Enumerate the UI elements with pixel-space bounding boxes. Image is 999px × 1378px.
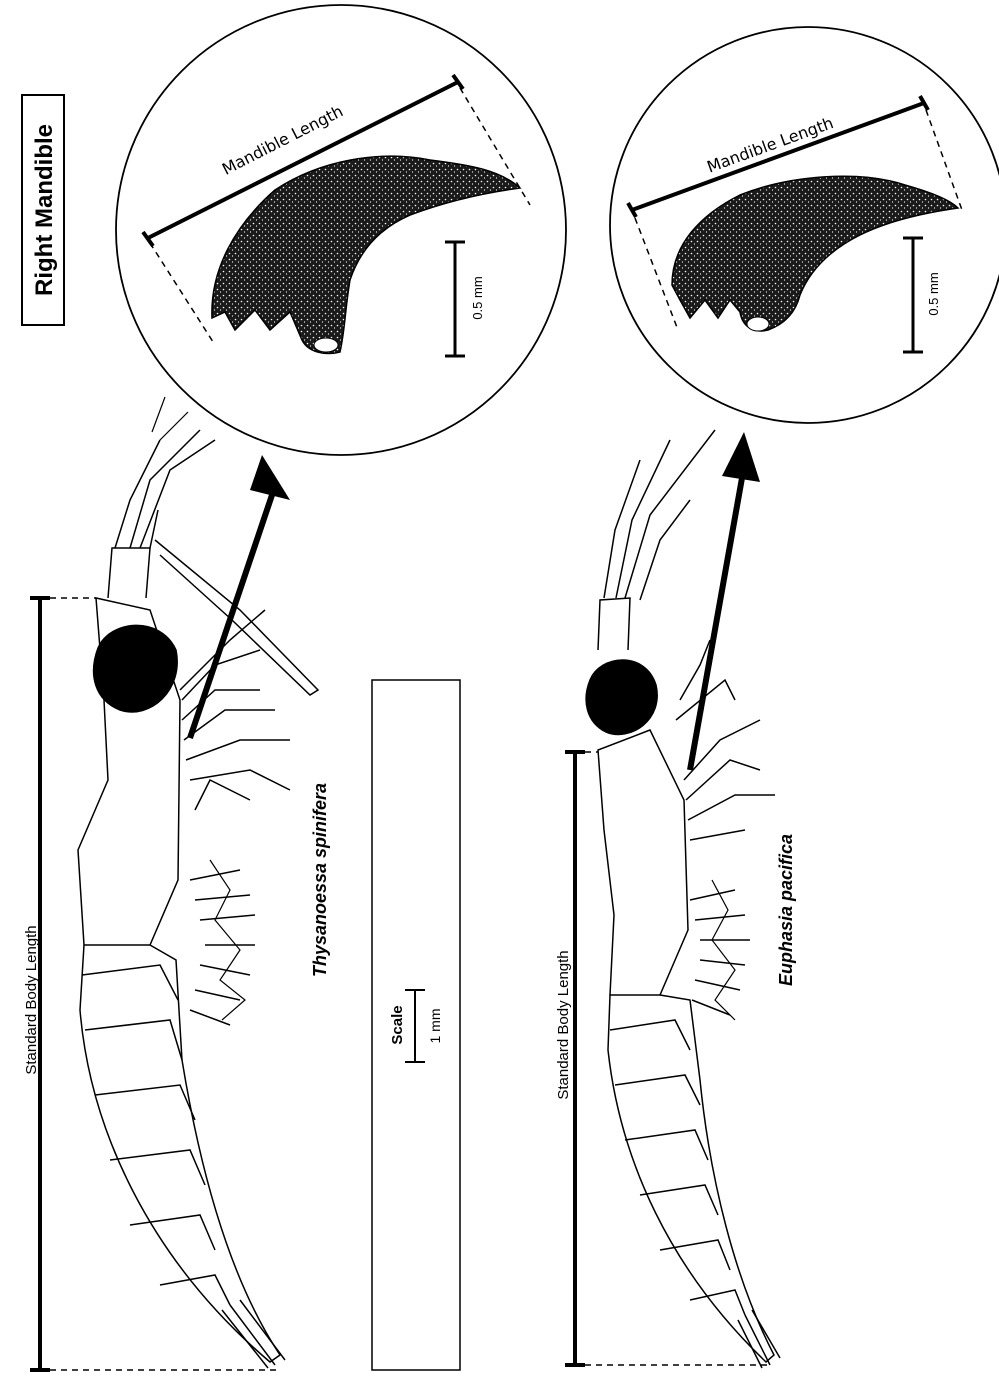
mandible-inset-2: Mandible Length 0.5 mm [610,27,999,423]
mandible-inset-1: Mandible Length 0.5 mm [116,5,566,455]
title-right-mandible: Right Mandible [31,124,58,296]
specimen-euphasia: Standard Body Length [555,27,999,1368]
body-length-label-1: Standard Body Length [23,925,40,1074]
specimen-thysanoessa: Standard Body Length [23,5,566,1370]
mandible-scale-label-2: 0.5 mm [926,272,941,315]
krill-drawing-1 [78,430,318,1368]
scale-box-value: 1 mm [427,1009,443,1044]
scale-box-title: Scale [389,1005,406,1044]
body-length-label-2: Standard Body Length [555,950,572,1099]
mandible-scale-label-1: 0.5 mm [470,276,485,319]
krill-drawing-2 [586,430,780,1368]
species-name-2: Euphasia pacifica [776,834,796,986]
arrow-to-mandible-2 [690,432,760,770]
scale-box: Scale 1 mm [372,680,460,1370]
title-box: Right Mandible [22,95,64,325]
species-name-1: Thysanoessa spinifera [310,783,330,977]
